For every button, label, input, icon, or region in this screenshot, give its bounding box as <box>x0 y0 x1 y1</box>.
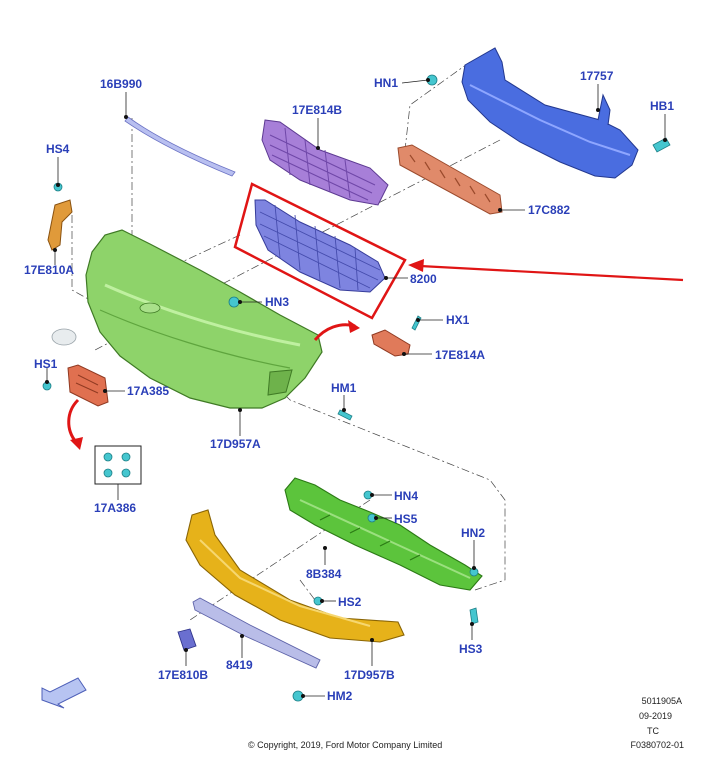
label-17a386: 17A386 <box>94 501 136 515</box>
part-8200-grille-mesh <box>254 199 386 293</box>
part-8419-trim-strip <box>192 597 321 669</box>
drawing-tc: TC <box>647 726 659 736</box>
copyright: © Copyright, 2019, Ford Motor Company Li… <box>248 740 442 750</box>
part-17e810b-bracket <box>177 628 197 651</box>
part-16b990-trim-strip <box>124 116 236 177</box>
label-8200: 8200 <box>410 272 437 286</box>
label-hm1: HM1 <box>331 381 357 395</box>
label-hs3: HS3 <box>459 642 483 656</box>
part-8b384-undershield <box>284 477 483 591</box>
label-hx1: HX1 <box>446 313 470 327</box>
label-17c882: 17C882 <box>528 203 570 217</box>
label-17e810b: 17E810B <box>158 668 208 682</box>
callout-arrow <box>408 259 684 282</box>
highlight-box <box>233 182 407 320</box>
label-hn4: HN4 <box>394 489 418 503</box>
part-labels: 16B990 17E814B HN1 17757 HB1 HS4 17C882 … <box>24 69 674 703</box>
part-17d957a-bumper-cover <box>85 229 323 409</box>
label-17e814b: 17E814B <box>292 103 342 117</box>
label-8419: 8419 <box>226 658 253 672</box>
label-hm2: HM2 <box>327 689 353 703</box>
leader-lines <box>46 79 666 697</box>
drawing-code: 5011905A <box>642 696 682 706</box>
red-curved-arrows <box>67 320 360 450</box>
label-hs5: HS5 <box>394 512 418 526</box>
orientation-arrow-icon <box>41 677 87 709</box>
label-8b384: 8B384 <box>306 567 342 581</box>
footer-metadata: 5011905A 09-2019 TC F0380702-01 © Copyri… <box>248 696 684 750</box>
part-17e810a-bracket <box>47 199 73 251</box>
label-16b990: 16B990 <box>100 77 142 91</box>
part-17757-reinforcement <box>461 47 639 179</box>
label-17a385: 17A385 <box>127 384 169 398</box>
label-hs2: HS2 <box>338 595 362 609</box>
label-hn1: HN1 <box>374 76 398 90</box>
label-17d957a: 17D957A <box>210 437 261 451</box>
drawing-ref: F0380702-01 <box>630 740 684 750</box>
label-17e810a: 17E810A <box>24 263 74 277</box>
fog-lamp-cover <box>51 328 77 346</box>
part-17e814b-upper-grille <box>261 119 389 206</box>
part-17c882-absorber <box>397 144 503 215</box>
drawing-date: 09-2019 <box>639 711 672 721</box>
label-17d957b: 17D957B <box>344 668 395 682</box>
label-hn2: HN2 <box>461 526 485 540</box>
part-17a385-bracket <box>67 364 109 407</box>
leader-dots <box>45 78 667 698</box>
label-hs1: HS1 <box>34 357 58 371</box>
label-hb1: HB1 <box>650 99 674 113</box>
label-hs4: HS4 <box>46 142 70 156</box>
label-17757: 17757 <box>580 69 614 83</box>
label-17e814a: 17E814A <box>435 348 485 362</box>
part-17d957b-lower-bumper <box>185 509 405 643</box>
label-hn3: HN3 <box>265 295 289 309</box>
part-17a386-clip-set <box>94 445 142 485</box>
